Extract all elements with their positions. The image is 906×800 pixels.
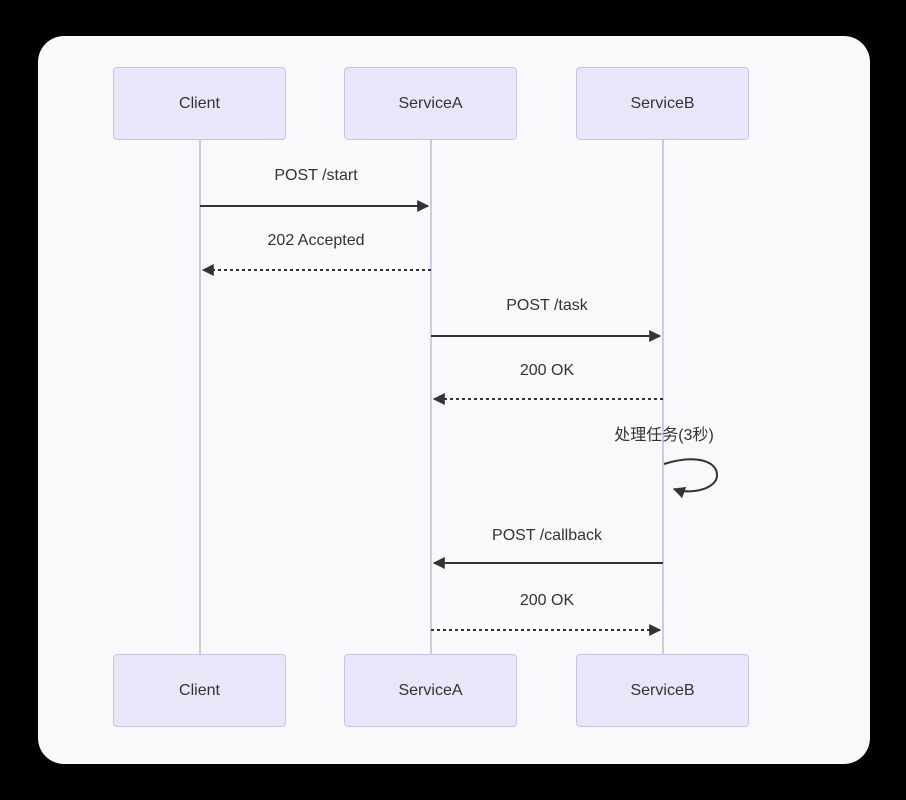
- actor-client-bottom: Client: [113, 654, 286, 727]
- actor-client-top: Client: [113, 67, 286, 140]
- message-label-202-accepted: 202 Accepted: [267, 232, 365, 249]
- message-label-200-ok-task: 200 OK: [519, 362, 575, 379]
- actor-serviceb-top: ServiceB: [576, 67, 749, 140]
- actor-client-top-label: Client: [179, 94, 220, 112]
- arrow-self-loop-process-task: [663, 458, 719, 499]
- message-label-post-start: POST /start: [274, 167, 358, 184]
- actor-servicea-top-label: ServiceA: [398, 94, 463, 112]
- message-label-post-task: POST /task: [506, 297, 588, 314]
- actor-client-bottom-label: Client: [179, 681, 220, 699]
- lifeline-servicea: [430, 140, 432, 654]
- message-label-200-ok-callback: 200 OK: [519, 592, 575, 609]
- lifeline-client: [199, 140, 201, 654]
- lifeline-serviceb: [662, 140, 664, 654]
- actor-serviceb-bottom-label: ServiceB: [630, 681, 695, 699]
- sequence-diagram-canvas: Client ServiceA ServiceB POST /start 202…: [38, 36, 870, 764]
- actor-serviceb-top-label: ServiceB: [630, 94, 695, 112]
- actor-servicea-bottom-label: ServiceA: [398, 681, 463, 699]
- actor-servicea-bottom: ServiceA: [344, 654, 517, 727]
- actor-servicea-top: ServiceA: [344, 67, 517, 140]
- actor-serviceb-bottom: ServiceB: [576, 654, 749, 727]
- message-label-post-callback: POST /callback: [492, 527, 602, 544]
- message-label-process-task: 处理任务(3秒): [614, 427, 714, 444]
